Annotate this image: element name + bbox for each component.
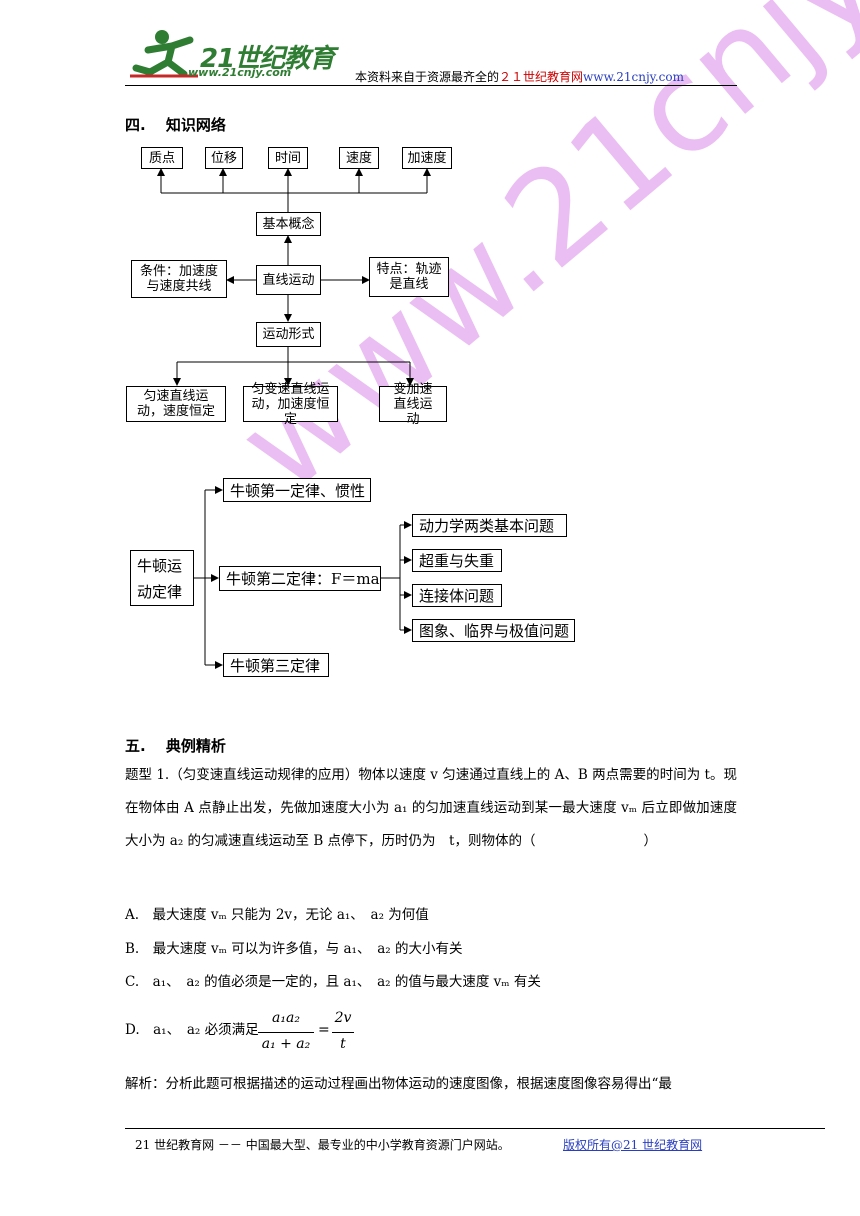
header-note-prefix: 本资料来自于资源最齐全的 [355,70,500,84]
form-box: 匀速直线运动，速度恒定 [126,386,226,422]
problem-box: 连接体问题 [412,584,502,607]
feature-box: 特点：轨迹是直线 [369,257,449,297]
formula-numerator: a₁a₂ [272,1010,300,1026]
condition-box: 条件：加速度与速度共线 [131,260,227,298]
question-text: 题型 1.（匀变速直线运动规律的应用）物体以速度 v 匀速通过直线上的 A、B … [125,767,737,849]
newton-second-box: 牛顿第二定律：F＝ma [219,566,381,591]
newton-root-box: 牛顿运动定律 [130,550,194,606]
newton-third-box: 牛顿第三定律 [223,653,329,677]
concept-box: 位移 [205,147,243,169]
problem-box: 动力学两类基本问题 [412,514,567,537]
basic-concepts-box: 基本概念 [256,212,321,236]
concept-box: 质点 [141,147,183,169]
section-4-title: 四. 知识网络 [125,116,226,134]
concept-box: 加速度 [402,147,452,169]
logo-text: 21世纪教育 [200,44,335,74]
option-a: A. 最大速度 vₘ 只能为 2v，无论 a₁、 a₂ 为何值 [125,907,429,923]
diagram-1-connectors [157,168,431,669]
logo-url[interactable]: www.21cnjy.com [188,66,292,79]
problem-box: 图象、临界与极值问题 [412,619,575,642]
header-note-site: ２１世纪教育网 [499,70,584,84]
problem-box: 超重与失重 [412,549,502,572]
formula-rhs-numerator: 2v [334,1010,352,1026]
header-note: 本资料来自于资源最齐全的２１世纪教育网www.21cnjy.com [355,68,684,85]
option-d: D. a₁、 a₂ 必须满足 [125,1022,259,1038]
concept-box: 时间 [268,147,308,169]
header-rule [125,85,737,86]
footer-rule [125,1128,825,1129]
option-c: C. a₁、 a₂ 的值必须是一定的，且 a₁、 a₂ 的值与最大速度 vₘ 有… [125,974,541,990]
formula-rhs-denominator: t [340,1036,346,1052]
analysis-text: 解析：分析此题可根据描述的运动过程画出物体运动的速度图像，根据速度图像容易得出“… [125,1076,672,1092]
linear-motion-box: 直线运动 [256,265,321,295]
form-box: 变加速直线运动 [379,382,447,427]
newton-first-box: 牛顿第一定律、惯性 [223,478,371,502]
footer-text: 21 世纪教育网 －－ 中国最大型、最专业的中小学教育资源门户网站。 [135,1138,510,1152]
concept-box: 速度 [339,147,379,169]
option-b: B. 最大速度 vₘ 可以为许多值，与 a₁、 a₂ 的大小有关 [125,941,463,957]
motion-form-box: 运动形式 [256,322,321,347]
footer-link[interactable]: 版权所有@21 世纪教育网 [563,1138,703,1152]
runner-logo-icon [130,30,198,78]
section-5-title: 五. 典例精析 [125,737,226,755]
form-box: 匀变速直线运动，加速度恒定 [243,382,338,427]
formula-denominator: a₁ + a₂ [261,1036,311,1052]
header-note-url[interactable]: www.21cnjy.com [583,70,684,84]
